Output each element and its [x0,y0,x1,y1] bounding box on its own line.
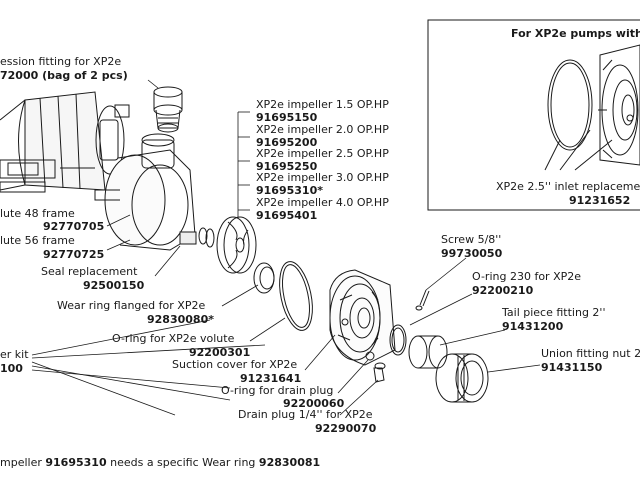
seal-part [179,227,215,248]
seal-part-number: 92500150 [83,279,145,292]
volute-56-label: lute 56 frame [0,234,75,247]
inset-leaders [544,129,613,171]
footnote: mpeller 91695310 needs a specific Wear r… [0,456,320,469]
union-nut-label: Union fitting nut 2 [541,347,640,360]
tail-piece-label: Tail piece fitting 2'' [502,306,606,319]
volute-56-part: 92770725 [43,248,105,261]
wear-ring-part-number: 92830080* [147,313,214,326]
inset-title: For XP2e pumps with 2 [511,27,640,40]
inset-inlet-label: XP2e 2.5'' inlet replaceme [496,180,640,193]
compression-fitting-label: ession fitting for XP2e [0,55,122,68]
seal-label: Seal replacement [41,265,138,278]
impeller-5-part: 91695401 [256,209,318,222]
footnote-mid: needs a specific Wear ring [106,456,259,469]
drain-plug-part: 92290070 [315,422,377,435]
screw-part [415,289,430,311]
footnote-part-2: 92830081 [258,456,321,469]
oring-volute-label: O-ring for XP2e volute [112,332,235,345]
kit-part: 100 [0,362,23,375]
inset-oring [547,59,593,151]
volute-48-label: lute 48 frame [0,207,75,220]
impeller-1-label: XP2e impeller 1.5 OP.HP [256,98,389,111]
union-nut-part [435,353,489,403]
impeller-1-part: 91695150 [256,111,318,124]
screw-label: Screw 5/8'' [441,233,502,246]
suction-cover-part: 91231641 [240,372,302,385]
compression-fitting-part: 72000 (bag of 2 pcs) [0,69,128,82]
footnote-part-1: 91695310 [45,456,107,469]
wear-ring-part [253,262,275,294]
wear-ring-label: Wear ring flanged for XP2e [57,299,206,312]
impeller-2-part: 91695200 [256,136,318,149]
volute-housing [94,133,196,251]
oring-230-part [389,324,407,356]
impeller-4-part: 91695310* [256,184,323,197]
union-nut-part: 91431150 [541,361,603,374]
oring-230-label: O-ring 230 for XP2e [472,270,582,283]
tail-piece-part [408,335,448,369]
impeller-part [216,216,257,274]
impeller-4-label: XP2e impeller 3.0 OP.HP [256,171,389,184]
screw-part: 99730050 [441,247,503,260]
oring-drain-part: 92200060 [283,397,345,410]
motor [0,91,130,193]
volute-48-part: 92770705 [43,220,105,233]
tail-piece-part: 91431200 [502,320,564,333]
inset-frame [427,19,640,211]
leader-lines [31,79,541,416]
inset-inlet-housing [598,44,640,166]
compression-fitting [153,86,183,133]
oring-drain-label: O-ring for drain plug [221,384,334,397]
drain-plug-label: Drain plug 1/4'' for XP2e [238,408,373,421]
volute-oring-part [279,261,313,331]
impeller-3-part: 91695250 [256,160,318,173]
inset-inlet-part: 91231652 [569,194,631,207]
impeller-2-label: XP2e impeller 2.0 OP.HP [256,123,389,136]
impeller-5-label: XP2e impeller 4.0 OP.HP [256,196,389,209]
oring-volute-part: 92200301 [189,346,251,359]
kit-label: er kit [0,348,29,361]
suction-cover-label: Suction cover for XP2e [172,358,298,371]
footnote-pre: mpeller [0,456,46,469]
oring-230-part: 92200210 [472,284,534,297]
drain-plug-part [365,351,386,383]
suction-cover-part [329,269,396,366]
impeller-3-label: XP2e impeller 2.5 OP.HP [256,147,389,160]
